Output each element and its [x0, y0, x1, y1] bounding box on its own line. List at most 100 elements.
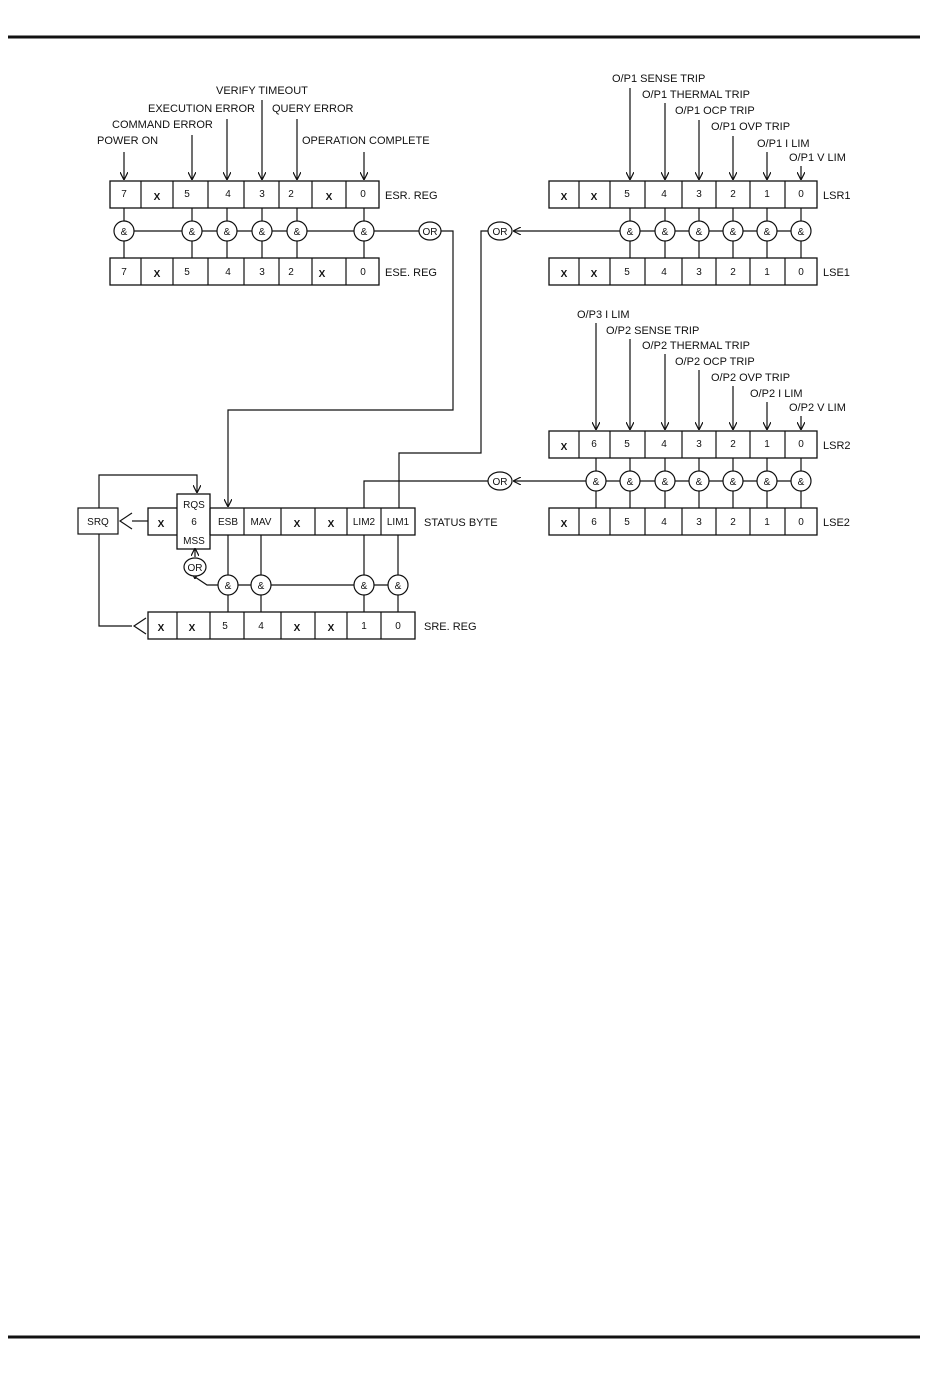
esr-input-execution-error: EXECUTION ERROR — [148, 103, 255, 115]
sre-bit-0: 0 — [395, 621, 401, 632]
and-gate: & — [395, 581, 402, 592]
esr-input-labels: POWER ON COMMAND ERROR EXECUTION ERROR V… — [97, 85, 430, 147]
lsr1-gate-labels: & & & & & & OR — [493, 227, 805, 238]
esr-bit-0: 0 — [360, 189, 366, 200]
lsr1-register-name: LSR1 — [823, 190, 851, 202]
status-bit-7: X — [158, 519, 165, 530]
lsr2-input-sense-trip: O/P2 SENSE TRIP — [606, 325, 699, 337]
and-gate: & — [696, 227, 703, 238]
lse1-bit-2: 2 — [730, 267, 736, 278]
lse1-bit-4: 4 — [661, 267, 667, 278]
and-gate: & — [225, 581, 232, 592]
lsr2-register-name: LSR2 — [823, 440, 851, 452]
lsr2-input-ocp-trip: O/P2 OCP TRIP — [675, 356, 755, 368]
lsr2-gate-labels: & & & & & & & OR — [493, 477, 805, 488]
sre-and-gates — [183, 535, 409, 612]
ese-bit-0: 0 — [360, 267, 366, 278]
and-gate: & — [627, 227, 634, 238]
lsr2-register: X 6 5 4 3 2 1 0 — [548, 430, 818, 459]
lsr1-bit-3: 3 — [696, 189, 702, 200]
lsr2-bit-3: 3 — [696, 439, 702, 450]
sre-register: X X 5 4 X X 1 0 — [147, 611, 416, 640]
and-gate: & — [361, 227, 368, 238]
esr-bit-5: 5 — [184, 189, 190, 200]
lsr2-bit-6: 6 — [591, 439, 597, 450]
lse2-bit-6: 6 — [591, 517, 597, 528]
rqs-label: RQS — [183, 500, 205, 511]
lse1-bit-7: X — [561, 269, 568, 280]
ese-bit-6: X — [154, 269, 161, 280]
status-byte-name: STATUS BYTE — [424, 517, 498, 529]
lsr2-input-v-lim: O/P2 V LIM — [789, 402, 846, 414]
lsr1-bit-0: 0 — [798, 189, 804, 200]
lse2-bit-0: 0 — [798, 517, 804, 528]
and-gate: & — [189, 227, 196, 238]
lsr1-input-thermal-trip: O/P1 THERMAL TRIP — [642, 89, 750, 101]
lse1-bit-0: 0 — [798, 267, 804, 278]
lsr2-input-thermal-trip: O/P2 THERMAL TRIP — [642, 340, 750, 352]
status-byte-register: X RQS 6 MSS ESB MAV X X LIM2 LIM1 — [147, 493, 416, 550]
lse2-bit-7: X — [561, 519, 568, 530]
esr-register: 7 X 5 4 3 2 X 0 — [109, 180, 380, 209]
and-gate: & — [764, 477, 771, 488]
and-gate: & — [593, 477, 600, 488]
lse1-bit-3: 3 — [696, 267, 702, 278]
ese-bit-4: 4 — [225, 267, 231, 278]
lsr1-bit-2: 2 — [730, 189, 736, 200]
lse2-bit-4: 4 — [661, 517, 667, 528]
srq-loop — [77, 474, 197, 635]
lsr1-bit-7: X — [561, 192, 568, 203]
status-bit-2: X — [328, 519, 335, 530]
sre-bit-5: 5 — [222, 621, 228, 632]
ese-bit-1: X — [319, 269, 326, 280]
lsr2-input-ovp-trip: O/P2 OVP TRIP — [711, 372, 790, 384]
lse1-bit-5: 5 — [624, 267, 630, 278]
lsr1-bit-6: X — [591, 192, 598, 203]
lsr2-input-labels: O/P3 I LIM O/P2 SENSE TRIP O/P2 THERMAL … — [577, 309, 846, 414]
lsr2-or-gate: OR — [493, 477, 508, 488]
lsr1-bit-1: 1 — [764, 189, 770, 200]
esr-or-gate: OR — [423, 227, 438, 238]
esr-bit-4: 4 — [225, 189, 231, 200]
ese-register-name: ESE. REG — [385, 267, 437, 279]
lsr1-and-gates — [487, 208, 812, 258]
lsr2-input-arrows — [596, 323, 801, 429]
lsr2-bit-7: X — [561, 442, 568, 453]
lsr1-input-sense-trip: O/P1 SENSE TRIP — [612, 73, 705, 85]
and-gate: & — [730, 477, 737, 488]
lse2-register: X 6 5 4 3 2 1 0 — [548, 507, 818, 536]
esr-bit-3: 3 — [259, 189, 265, 200]
status-or-gate: OR — [188, 563, 203, 574]
lse2-bit-1: 1 — [764, 517, 770, 528]
ese-bit-3: 3 — [259, 267, 265, 278]
status-bit-3: X — [294, 519, 301, 530]
and-gate: & — [259, 227, 266, 238]
sre-gate-labels: & & & & OR — [188, 563, 402, 592]
lsr1-input-arrows — [630, 88, 801, 179]
lsr2-bit-2: 2 — [730, 439, 736, 450]
and-gate: & — [627, 477, 634, 488]
lse1-bit-6: X — [591, 269, 598, 280]
lsr2-input-i-lim: O/P2 I LIM — [750, 388, 803, 400]
sre-bit-2: X — [328, 623, 335, 634]
and-gate: & — [730, 227, 737, 238]
lsr1-or-gate: OR — [493, 227, 508, 238]
lsr1-bit-4: 4 — [661, 189, 667, 200]
and-gate: & — [764, 227, 771, 238]
lse1-bit-1: 1 — [764, 267, 770, 278]
and-gate: & — [662, 227, 669, 238]
esr-gate-labels: & & & & & & OR — [121, 227, 438, 238]
status-bit-lim2: LIM2 — [353, 517, 376, 528]
and-gate: & — [294, 227, 301, 238]
lse2-bit-5: 5 — [624, 517, 630, 528]
esr-register-name: ESR. REG — [385, 190, 438, 202]
ese-register: 7 X 5 4 3 2 X 0 — [109, 257, 380, 286]
lse2-bit-3: 3 — [696, 517, 702, 528]
lsr1-input-labels: O/P1 SENSE TRIP O/P1 THERMAL TRIP O/P1 O… — [612, 73, 846, 164]
esr-bit-2: 2 — [288, 189, 294, 200]
ese-bit-7: 7 — [121, 267, 127, 278]
esr-input-operation-complete: OPERATION COMPLETE — [302, 135, 430, 147]
esr-bit-6: X — [154, 192, 161, 203]
lsr1-register: X X 5 4 3 2 1 0 — [548, 180, 818, 209]
